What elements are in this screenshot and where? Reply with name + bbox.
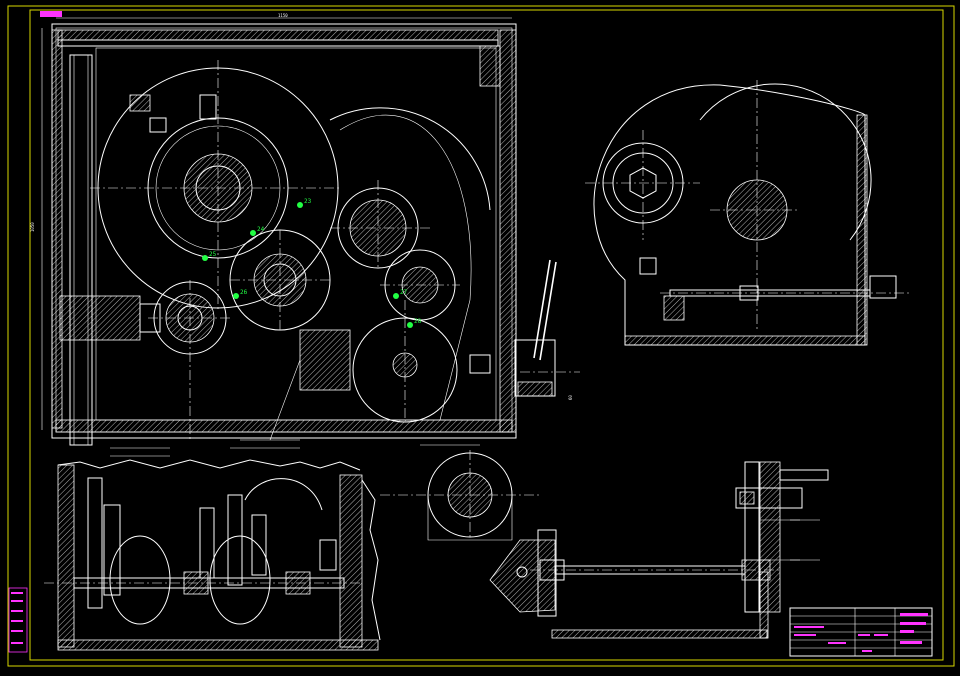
gear-mark-label-23: 23	[304, 198, 312, 205]
gear-mark-label-25: 25	[209, 251, 217, 258]
gearbox-main-view: 1150 1050 60	[30, 13, 580, 457]
input-shaft-gear	[87, 477, 103, 609]
gear-mark-26	[233, 293, 239, 299]
gear-mark-label-27: 27	[400, 289, 408, 296]
gear-mark-24	[250, 230, 256, 236]
side-view	[585, 80, 910, 346]
section-view	[44, 459, 381, 651]
gear-mark-label-28: 28	[414, 318, 422, 325]
bearing-block	[299, 329, 351, 391]
gear-mark-23	[297, 202, 303, 208]
title-block	[789, 607, 933, 657]
shift-lever	[539, 261, 557, 361]
gear-mark-label-24: 24	[257, 226, 265, 233]
drawing-frame	[7, 5, 955, 667]
gear-mark-27	[393, 293, 399, 299]
input-shaft-housing	[59, 295, 141, 341]
gear-mark-28	[407, 322, 413, 328]
right-dimension: 60	[568, 395, 573, 400]
shaft-detail-view	[735, 461, 829, 613]
gear-mark-label-26: 26	[240, 289, 248, 296]
top-dimension: 1150	[278, 13, 288, 18]
frame-label-tag	[40, 11, 62, 17]
shift-fork-view	[380, 450, 780, 639]
left-dimension: 1050	[30, 222, 35, 232]
main-shaft	[73, 577, 345, 589]
gear-mark-25	[202, 255, 208, 261]
side-label-strip	[8, 587, 28, 653]
